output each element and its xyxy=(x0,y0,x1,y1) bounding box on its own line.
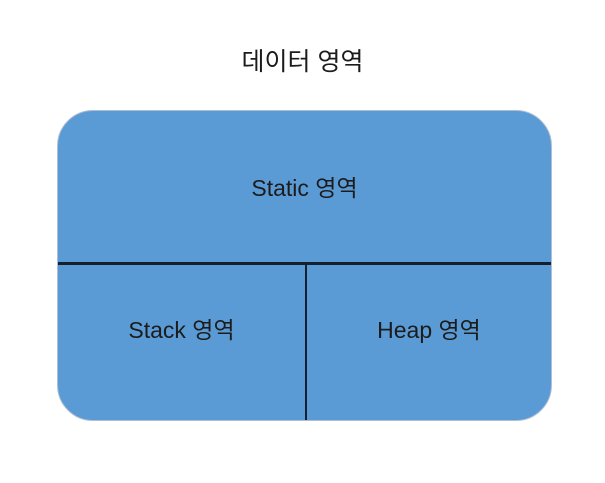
vertical-divider xyxy=(305,265,307,420)
stack-region: Stack 영역 xyxy=(58,265,305,420)
heap-region-label: Heap 영역 xyxy=(377,316,481,343)
diagram-title: 데이터 영역 xyxy=(241,48,364,76)
memory-layout-box: Static 영역 Stack 영역 Heap 영역 xyxy=(57,110,552,421)
static-region-label: Static 영역 xyxy=(251,174,358,201)
stack-region-label: Stack 영역 xyxy=(128,316,235,343)
horizontal-divider xyxy=(58,262,551,265)
heap-region: Heap 영역 xyxy=(307,265,551,420)
bottom-row: Stack 영역 Heap 영역 xyxy=(58,265,551,420)
static-region: Static 영역 xyxy=(58,111,551,262)
